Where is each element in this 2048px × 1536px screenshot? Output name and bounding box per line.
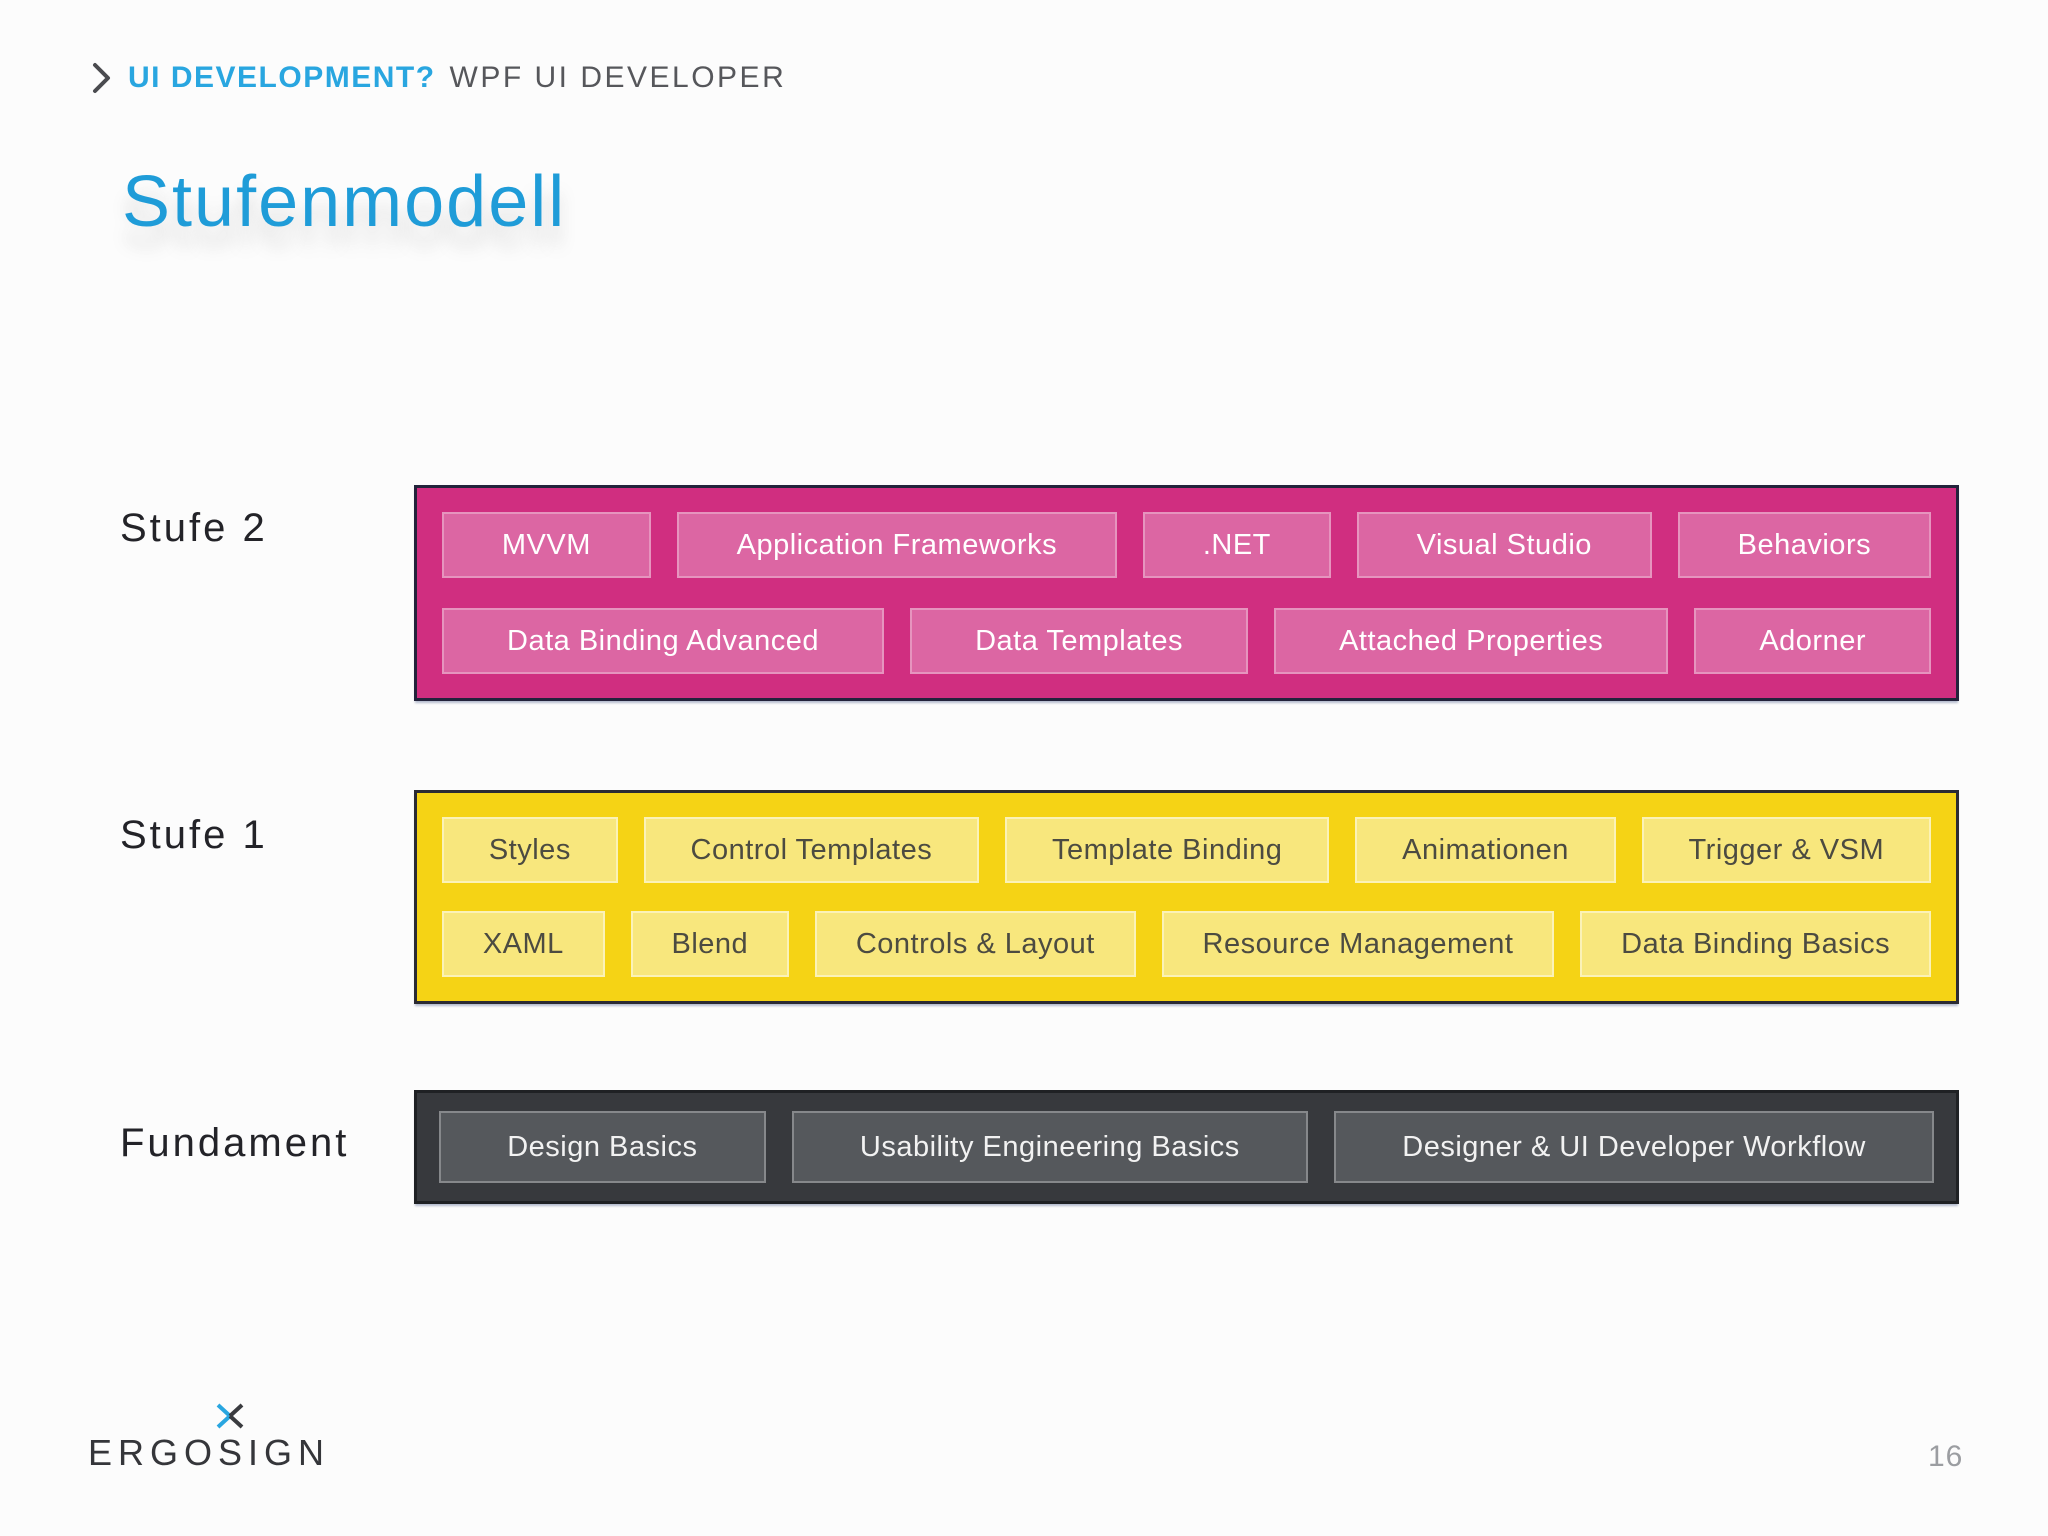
topic-chip: Design Basics xyxy=(439,1111,766,1183)
topic-chip: .NET xyxy=(1142,512,1331,578)
topic-chip: Behaviors xyxy=(1677,512,1931,578)
level-band-stufe-2: MVVM Application Frameworks .NET Visual Stu… xyxy=(414,485,1959,701)
topic-chip: MVVM xyxy=(442,512,651,578)
topic-chip: Attached Properties xyxy=(1274,608,1669,674)
level-band-stufe-1: Styles Control Templates Template Binding A… xyxy=(414,790,1959,1004)
breadcrumb-subtopic: WPF UI DEVELOPER xyxy=(449,61,787,94)
topic-chip: Data Templates xyxy=(910,608,1249,674)
topic-chip: Template Binding xyxy=(1005,817,1330,883)
logo-x-icon xyxy=(214,1402,246,1435)
topic-chip: XAML xyxy=(442,911,605,977)
chip-row: Styles Control Templates Template Binding A… xyxy=(442,817,1931,883)
logo-text: ERGOSIGN xyxy=(88,1432,331,1473)
topic-chip: Control Templates xyxy=(643,817,980,883)
topic-chip: Data Binding Advanced xyxy=(442,608,885,674)
ergosign-logo: ERGOSIGN xyxy=(88,1403,331,1474)
topic-chip: Visual Studio xyxy=(1356,512,1652,578)
topic-chip: Styles xyxy=(442,817,618,883)
topic-chip: Animationen xyxy=(1355,817,1616,883)
page-number: 16 xyxy=(1928,1440,1964,1473)
breadcrumb: UI DEVELOPMENT? WPF UI DEVELOPER xyxy=(90,60,786,96)
chip-row: XAML Blend Controls & Layout Resource Manag… xyxy=(442,911,1932,977)
topic-chip: Adorner xyxy=(1694,608,1932,674)
topic-chip: Trigger & VSM xyxy=(1641,817,1931,883)
topic-chip: Usability Engineering Basics xyxy=(791,1111,1309,1183)
level-label-stufe-1: Stufe 1 xyxy=(120,813,268,857)
topic-chip: Controls & Layout xyxy=(815,911,1136,977)
topic-chip: Designer & UI Developer Workflow xyxy=(1334,1111,1934,1183)
topic-chip: Data Binding Basics xyxy=(1580,911,1932,977)
level-label-fundament: Fundament xyxy=(120,1121,350,1165)
breadcrumb-topic: UI DEVELOPMENT? xyxy=(128,61,436,94)
page-title: Stufenmodell xyxy=(122,162,567,242)
chip-row: MVVM Application Frameworks .NET Visual Stu… xyxy=(442,512,1931,578)
level-band-fundament: Design Basics Usability Engineering Basic… xyxy=(414,1090,1959,1204)
level-label-stufe-2: Stufe 2 xyxy=(120,506,268,550)
topic-chip: Application Frameworks xyxy=(676,512,1117,578)
chip-row: Data Binding Advanced Data Templates Attac… xyxy=(442,608,1932,674)
topic-chip: Blend xyxy=(630,911,789,977)
topic-chip: Resource Management xyxy=(1161,911,1555,977)
chip-row: Design Basics Usability Engineering Basic… xyxy=(439,1111,1934,1183)
chevron-right-icon xyxy=(90,60,114,96)
